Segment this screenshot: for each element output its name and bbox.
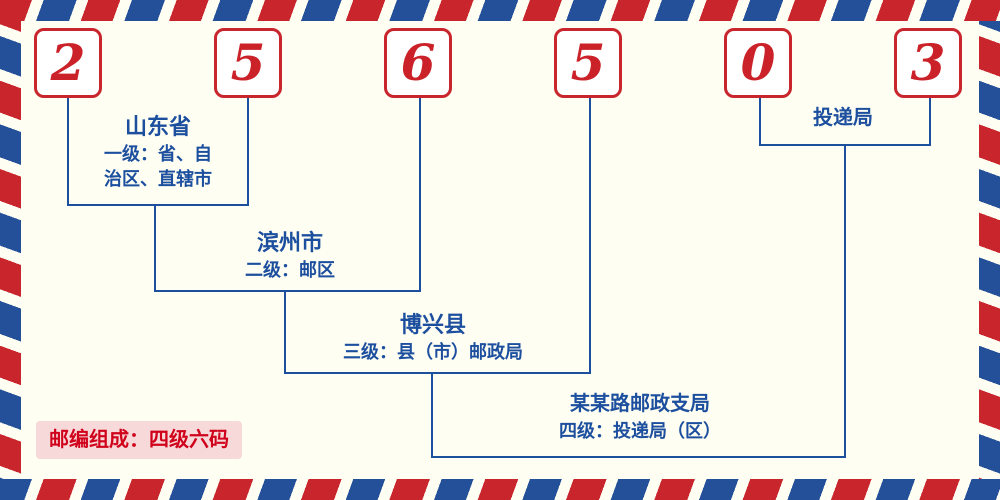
- connector-level2-to-level3: [284, 290, 286, 374]
- delivery-bureau-name: 投递局: [813, 107, 873, 129]
- level3-region-name: 博兴县: [399, 312, 466, 337]
- level3-desc: 三级：县（市）邮政局: [343, 342, 523, 362]
- connector-level1-bottom: [67, 204, 249, 206]
- airmail-border-top: [0, 0, 1000, 21]
- connector-digit3-down: [419, 98, 421, 290]
- digit-3: 6: [400, 33, 436, 92]
- composition-badge: 邮编组成：四级六码: [36, 421, 242, 459]
- level3-label: 博兴县 三级：县（市）邮政局: [283, 310, 583, 365]
- connector-digit5-down: [759, 98, 761, 146]
- connector-digit4-down: [589, 98, 591, 372]
- level1-region-name: 山东省: [124, 114, 191, 139]
- level2-region-name: 滨州市: [256, 230, 323, 255]
- level1-desc-line2: 治区、直辖市: [104, 169, 212, 189]
- level2-label: 滨州市 二级：邮区: [190, 228, 390, 283]
- airmail-border-bottom: [0, 479, 1000, 500]
- digit-box-2: 5: [214, 28, 282, 98]
- connector-digit2-down: [247, 98, 249, 206]
- level1-desc-line1: 一级：省、自: [104, 144, 212, 164]
- digit-1: 2: [50, 33, 86, 92]
- connector-level1-to-level2: [154, 204, 156, 292]
- connector-delivery-bottom: [759, 144, 931, 146]
- airmail-border-right: [979, 0, 1000, 500]
- connector-digit1-down: [67, 98, 69, 206]
- level4-branch-name: 某某路邮政支局: [570, 393, 710, 415]
- connector-level3-bottom: [284, 372, 591, 374]
- digit-5: 0: [740, 33, 776, 92]
- digit-box-4: 5: [554, 28, 622, 98]
- connector-digit6-down: [929, 98, 931, 146]
- level2-desc: 二级：邮区: [245, 260, 335, 280]
- digit-2: 5: [230, 33, 266, 92]
- connector-delivery-to-level4: [844, 144, 846, 456]
- digit-box-1: 2: [34, 28, 102, 98]
- digit-box-6: 3: [894, 28, 962, 98]
- delivery-bureau-label: 投递局: [768, 103, 918, 133]
- connector-level4-bottom: [431, 456, 846, 458]
- digit-box-3: 6: [384, 28, 452, 98]
- digit-box-5: 0: [724, 28, 792, 98]
- connector-level2-bottom: [154, 290, 421, 292]
- digit-4: 5: [570, 33, 606, 92]
- level4-desc: 四级：投递局（区）: [559, 421, 721, 441]
- level1-label: 山东省 一级：省、自 治区、直辖市: [60, 112, 256, 192]
- level4-label: 某某路邮政支局 四级：投递局（区）: [490, 389, 790, 444]
- airmail-border-left: [0, 0, 21, 500]
- connector-level3-to-level4: [431, 372, 433, 458]
- digit-6: 3: [910, 33, 946, 92]
